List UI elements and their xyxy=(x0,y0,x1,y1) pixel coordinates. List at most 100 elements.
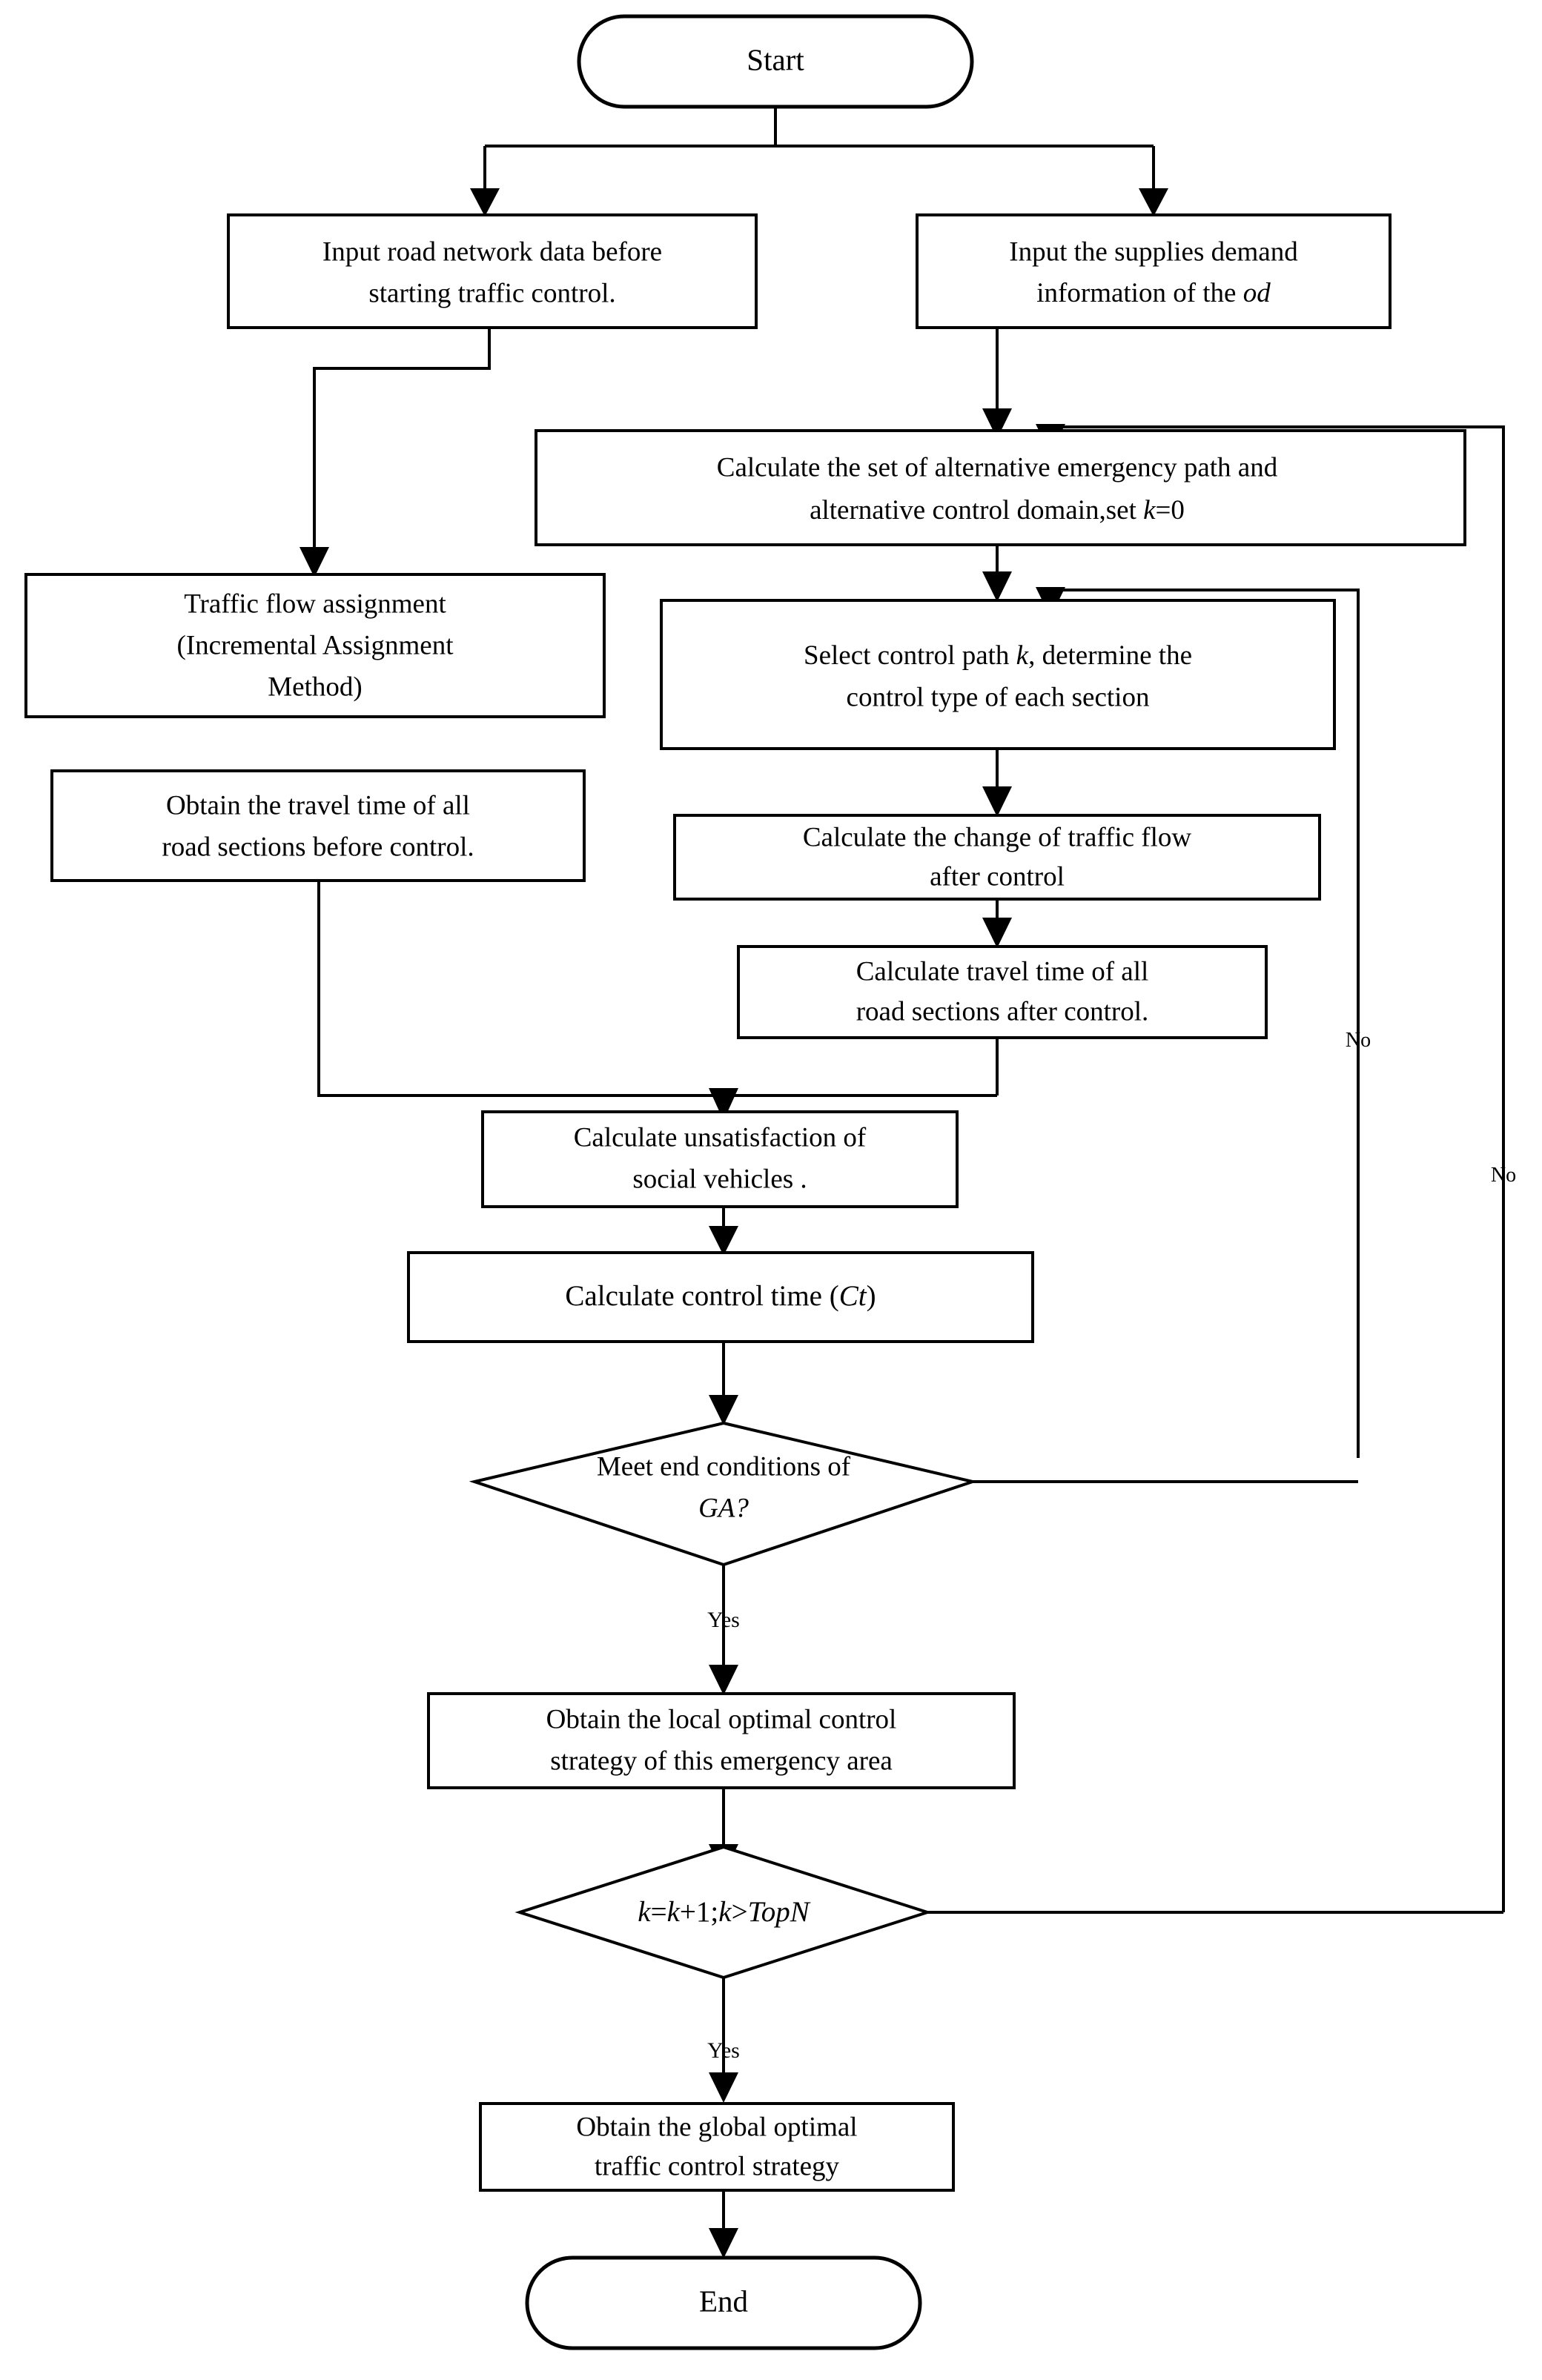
node-start[interactable]: Start xyxy=(577,14,974,109)
traffic-assignment-shape xyxy=(24,573,606,718)
decision-topn-k2: k xyxy=(667,1896,681,1928)
decision-topn-plus1: +1; xyxy=(680,1896,718,1928)
decision-ga-shape xyxy=(469,1421,979,1567)
arrowhead-calcalt-main xyxy=(982,408,1012,439)
decision-topn-k1: k xyxy=(638,1896,651,1928)
node-select-path[interactable]: Select control path k, determine the con… xyxy=(660,599,1336,750)
decision-topn-line1: k=k+1;k>TopN xyxy=(638,1896,810,1928)
label-ga-no: No xyxy=(1346,1029,1371,1052)
node-calc-alternative[interactable]: Calculate the set of alternative emergen… xyxy=(535,429,1466,546)
select-path-line1a: Select control path xyxy=(804,640,1016,671)
label-topn-no: No xyxy=(1491,1164,1516,1187)
arrowhead-ct xyxy=(709,1226,738,1256)
label-ga-yes: Yes xyxy=(707,1608,740,1632)
obtain-global-line2: traffic control strategy xyxy=(595,2151,840,2181)
edge-topn-no-loop xyxy=(1050,425,1505,1912)
end-label: End xyxy=(699,2284,748,2318)
calc-alternative-shape xyxy=(535,429,1466,546)
calc-unsatisfaction-shape xyxy=(481,1110,959,1208)
arrowhead-ga xyxy=(709,1395,738,1425)
input-supplies-line1: Input the supplies demand xyxy=(1009,236,1298,267)
traffic-assignment-line2: (Incremental Assignment xyxy=(177,630,454,660)
traffic-assignment-line3: Method) xyxy=(268,672,362,702)
arrowhead-end xyxy=(709,2228,738,2258)
arrowhead-fork-left xyxy=(470,188,500,216)
obtain-travel-before-line1: Obtain the travel time of all xyxy=(166,790,470,821)
input-network-line2: starting traffic control. xyxy=(368,278,615,308)
arrowhead-global xyxy=(709,2072,738,2103)
node-obtain-global[interactable]: Obtain the global optimal traffic contro… xyxy=(479,2102,955,2192)
input-network-shape xyxy=(227,213,758,329)
calc-travel-after-line2: road sections after control. xyxy=(856,996,1149,1027)
calc-unsat-line2: social vehicles . xyxy=(632,1164,807,1194)
calc-travel-after-shape xyxy=(737,945,1268,1039)
select-path-line2: control type of each section xyxy=(847,682,1150,712)
select-path-shape xyxy=(660,599,1336,750)
decision-ga-line1: Meet end conditions of xyxy=(597,1451,851,1482)
decision-topn-eq: = xyxy=(651,1896,667,1928)
calc-change-flow-line2: after control xyxy=(930,861,1065,892)
obtain-travel-before-line2: road sections before control. xyxy=(162,832,474,862)
arrowhead-local xyxy=(709,1665,738,1695)
arrowhead-change xyxy=(982,786,1012,817)
node-calc-travel-after[interactable]: Calculate travel time of all road sectio… xyxy=(737,945,1268,1039)
arrowhead-select-main xyxy=(982,571,1012,602)
input-supplies-od: od xyxy=(1243,278,1271,308)
arrowhead-fork-right xyxy=(1139,188,1168,216)
obtain-local-shape xyxy=(427,1692,1016,1789)
obtain-local-line1: Obtain the local optimal control xyxy=(546,1704,897,1734)
calc-unsat-line1: Calculate unsatisfaction of xyxy=(574,1122,867,1153)
arrowhead-unsat xyxy=(709,1088,738,1121)
decision-ga-line2: GA? xyxy=(698,1493,749,1523)
node-end[interactable]: End xyxy=(525,2255,922,2350)
calc-alternative-line2a: alternative control domain,set xyxy=(810,495,1143,526)
input-supplies-shape xyxy=(916,213,1392,329)
decision-topn-k3: k xyxy=(718,1896,732,1928)
node-decision-topn[interactable]: k=k+1;k>TopN xyxy=(514,1845,933,1980)
edge-network-to-assignment xyxy=(313,328,491,550)
input-supplies-line2a: information of the xyxy=(1036,278,1242,308)
node-input-network[interactable]: Input road network data before starting … xyxy=(227,213,758,329)
start-shape xyxy=(577,14,974,109)
obtain-global-shape xyxy=(479,2102,955,2192)
select-path-line1: Select control path k, determine the xyxy=(804,640,1192,671)
edge-ga-no-loop xyxy=(1050,589,1360,1458)
calc-change-flow-line1: Calculate the change of traffic flow xyxy=(803,822,1192,852)
node-input-supplies[interactable]: Input the supplies demand information of… xyxy=(916,213,1392,329)
traffic-assignment-line1: Traffic flow assignment xyxy=(184,589,446,619)
calc-alternative-line1: Calculate the set of alternative emergen… xyxy=(717,452,1278,483)
end-shape xyxy=(525,2255,922,2350)
calc-alternative-line2c: =0 xyxy=(1156,495,1185,526)
decision-topn-gt: > xyxy=(732,1896,748,1928)
edge-label-layer: No No Yes Yes xyxy=(707,1029,1516,2063)
node-decision-ga[interactable]: Meet end conditions of GA? xyxy=(469,1421,979,1567)
calc-alternative-line2: alternative control domain,set k=0 xyxy=(810,495,1185,526)
decision-topn-shape xyxy=(514,1845,933,1980)
node-calc-unsatisfaction[interactable]: Calculate unsatisfaction of social vehic… xyxy=(481,1110,959,1208)
calc-control-time-shape xyxy=(407,1251,1034,1343)
select-path-k: k xyxy=(1016,640,1029,671)
obtain-local-line2: strategy of this emergency area xyxy=(550,1746,893,1776)
obtain-global-line1: Obtain the global optimal xyxy=(576,2112,857,2142)
obtain-travel-before-shape xyxy=(50,769,586,882)
node-calc-control-time[interactable]: Calculate control time (Ct) xyxy=(407,1251,1034,1343)
calc-control-time-line1a: Calculate control time ( xyxy=(565,1280,838,1312)
calc-change-flow-shape xyxy=(673,814,1321,901)
start-label: Start xyxy=(747,42,804,76)
calc-control-time-line1c: ) xyxy=(867,1280,876,1312)
decision-topn-topn: TopN xyxy=(748,1896,811,1928)
node-obtain-local[interactable]: Obtain the local optimal control strateg… xyxy=(427,1692,1016,1789)
input-network-line1: Input road network data before xyxy=(322,236,662,267)
input-supplies-line2: information of the od xyxy=(1036,278,1271,308)
calc-control-time-ct: Ct xyxy=(839,1280,867,1312)
calc-control-time-line1: Calculate control time (Ct) xyxy=(565,1280,876,1312)
node-obtain-travel-before[interactable]: Obtain the travel time of all road secti… xyxy=(50,769,586,882)
arrowhead-after xyxy=(982,918,1012,948)
node-traffic-assignment[interactable]: Traffic flow assignment (Incremental Ass… xyxy=(24,573,606,718)
arrowhead-assignment xyxy=(300,547,329,577)
calc-travel-after-line1: Calculate travel time of all xyxy=(856,956,1149,987)
calc-alternative-k: k xyxy=(1143,495,1156,526)
node-calc-change-flow[interactable]: Calculate the change of traffic flow aft… xyxy=(673,814,1321,901)
